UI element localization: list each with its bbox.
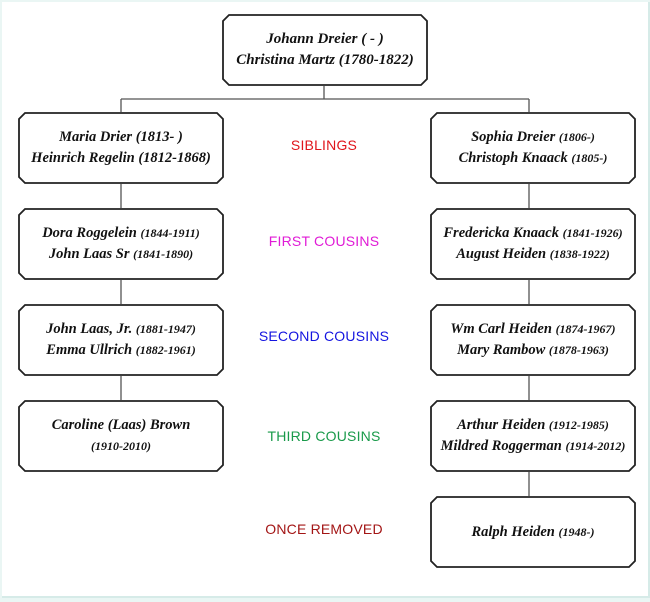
person-name: Maria Drier — [59, 129, 133, 145]
person-name: Fredericka Knaack — [443, 225, 559, 241]
person-name: August Heiden — [456, 246, 547, 262]
right-box-5: Ralph Heiden (1948-) — [430, 496, 636, 568]
person-name: Heinrich Regelin — [31, 150, 135, 166]
person-name: Arthur Heiden — [457, 417, 546, 433]
person-years: (1841-1926) — [562, 226, 623, 240]
left-box-3: John Laas, Jr. (1881-1947) Emma Ullrich … — [18, 304, 224, 376]
ancestor-line-1: Johann Dreier ( - ) — [266, 31, 384, 47]
person-name: Wm Carl Heiden — [450, 321, 552, 337]
person-name: Dora Roggelein — [42, 225, 137, 241]
label-second-cousins: SECOND COUSINS — [258, 328, 390, 344]
person-years: (1805-) — [571, 151, 608, 165]
person-years: (1844-1911) — [140, 226, 200, 240]
ancestor-line-2: Christina Martz (1780-1822) — [236, 52, 414, 68]
person-years: (1948-) — [558, 524, 595, 539]
person-years: (1806-) — [558, 130, 595, 144]
person-years: (1841-1890) — [133, 247, 194, 261]
person-years: (1914-2012) — [565, 439, 626, 453]
right-box-3: Wm Carl Heiden (1874-1967) Mary Rambow (… — [430, 304, 636, 376]
right-box-1: Sophia Dreier (1806-) Christoph Knaack (… — [430, 112, 636, 184]
left-box-2: Dora Roggelein (1844-1911) John Laas Sr … — [18, 208, 224, 280]
person-name: Christoph Knaack — [458, 150, 568, 166]
right-box-2: Fredericka Knaack (1841-1926) August Hei… — [430, 208, 636, 280]
person-name: Ralph Heiden — [471, 523, 555, 540]
person-name: Caroline (Laas) Brown — [51, 417, 191, 433]
person-years: (1838-1922) — [549, 247, 610, 261]
left-box-4: Caroline (Laas) Brown (1910-2010) — [18, 400, 224, 472]
label-third-cousins: THIRD COUSINS — [267, 428, 381, 444]
person-years: (1878-1963) — [548, 343, 609, 357]
person-years: (1910-2010) — [91, 439, 151, 453]
left-box-1: Maria Drier (1813- ) Heinrich Regelin (1… — [18, 112, 224, 184]
person-name: Emma Ullrich — [46, 342, 133, 358]
label-first-cousins: FIRST COUSINS — [268, 233, 380, 249]
label-once-removed: ONCE REMOVED — [265, 521, 383, 537]
label-siblings: SIBLINGS — [290, 137, 358, 153]
person-name: Mary Rambow — [457, 342, 546, 358]
person-years: (1812-1868) — [138, 150, 211, 166]
person-years: (1912-1985) — [548, 418, 609, 432]
person-years: (1874-1967) — [555, 322, 616, 336]
person-years: (1881-1947) — [135, 322, 196, 336]
person-name: Sophia Dreier — [471, 129, 556, 145]
right-box-4: Arthur Heiden (1912-1985) Mildred Rogger… — [430, 400, 636, 472]
person-name: John Laas Sr — [48, 246, 130, 262]
person-name: Mildred Roggerman — [440, 438, 562, 454]
person-name: John Laas, Jr. — [46, 321, 133, 337]
ancestor-box: Johann Dreier ( - ) Christina Martz (178… — [222, 14, 428, 86]
person-years: (1813- ) — [135, 129, 183, 145]
person-years: (1882-1961) — [135, 343, 196, 357]
